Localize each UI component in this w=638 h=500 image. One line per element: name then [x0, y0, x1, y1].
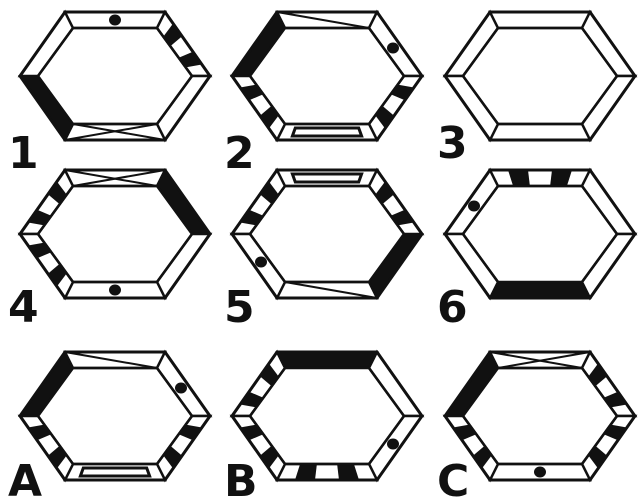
figure-b-outer-outline — [232, 352, 422, 480]
figure-a-face-5-frame-mark — [80, 468, 149, 476]
figure-6-face-1-dot-mark — [468, 201, 480, 212]
figure-3-inner-outline — [463, 28, 617, 124]
figure-4-label: 4 — [8, 282, 39, 333]
figure-4-outer-outline — [20, 170, 210, 298]
figure-6-outer-outline — [445, 170, 635, 298]
figure-c-face-5-dot-mark — [534, 467, 546, 478]
figure-b-face-4-dot-mark — [387, 439, 399, 450]
figure-3-face-5-face — [490, 124, 590, 140]
figure-2-face-3-dot-mark — [387, 43, 399, 54]
figure-5-label: 5 — [224, 282, 255, 333]
figure-1-outer-outline — [20, 12, 210, 140]
figure-6-face-2-face — [490, 170, 590, 186]
figure-3-outer-outline — [445, 12, 635, 140]
figure-a-inner-outline — [38, 368, 192, 464]
figure-b-face-2-solid-face — [277, 352, 377, 368]
figure-2: 2 — [224, 12, 422, 179]
figure-1-inner-outline — [38, 28, 192, 124]
figure-b-label: B — [224, 456, 258, 500]
figure-6-inner-outline — [463, 186, 617, 282]
figure-2-face-5-frame-mark — [292, 128, 361, 136]
figure-3: 3 — [437, 12, 635, 169]
figure-1-face-2-dot-mark — [109, 15, 121, 26]
figure-1: 1 — [8, 12, 210, 179]
figure-2-outer-outline — [232, 12, 422, 140]
figure-5-face-6-dot-mark — [255, 257, 267, 268]
figure-b-face-5-face — [277, 464, 377, 480]
figure-2-label: 2 — [224, 128, 255, 179]
figure-4-inner-outline — [38, 186, 192, 282]
figure-a-label: A — [8, 456, 42, 500]
figure-b-inner-outline — [250, 368, 404, 464]
figure-6-label: 6 — [437, 282, 468, 333]
figure-6-face-5-solid-face — [490, 282, 590, 298]
figure-1-label: 1 — [8, 128, 39, 179]
figure-5-inner-outline — [250, 186, 404, 282]
figure-2-inner-outline — [250, 28, 404, 124]
figure-c: C — [437, 352, 635, 500]
figure-a-outer-outline — [20, 352, 210, 480]
figure-5-outer-outline — [232, 170, 422, 298]
figure-c-outer-outline — [445, 352, 635, 480]
figure-6: 6 — [437, 170, 635, 333]
figure-b: B — [224, 352, 422, 500]
figure-a-face-3-dot-mark — [175, 383, 187, 394]
figure-c-inner-outline — [463, 368, 617, 464]
figure-4-face-5-dot-mark — [109, 285, 121, 296]
figure-5: 5 — [224, 170, 422, 333]
figure-5-face-2-frame-mark — [292, 174, 361, 182]
figure-a: A — [8, 352, 210, 500]
figure-4: 4 — [8, 170, 210, 333]
figure-c-label: C — [437, 456, 469, 500]
figure-3-label: 3 — [437, 118, 468, 169]
figure-3-face-2-face — [490, 12, 590, 28]
